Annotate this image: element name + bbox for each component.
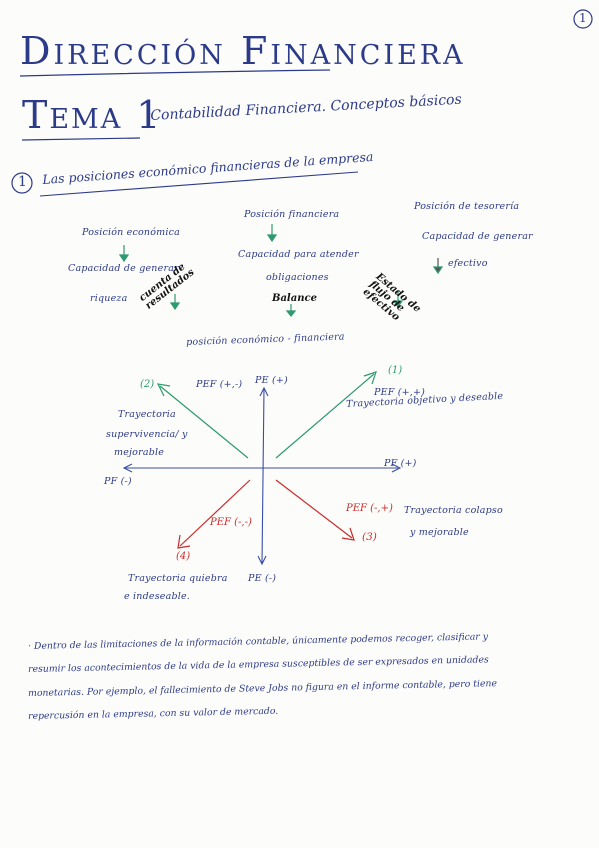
tema-underline — [21, 137, 141, 141]
q3-desc-1: Trayectoria colapso — [404, 505, 503, 516]
section-number-circle — [11, 172, 33, 194]
q4-number: (4) — [176, 551, 191, 562]
axis-label-pe-neg: PE (-) — [248, 573, 277, 584]
page-number-circle — [573, 9, 593, 29]
position-financiera-doc: Balance — [272, 293, 317, 304]
q2-desc-1: Trayectoria — [118, 409, 176, 420]
position-financiera-title: Posición financiera — [244, 209, 340, 220]
axis-label-pf-neg: PF (-) — [104, 476, 132, 487]
position-economica-title: Posición económica — [82, 227, 180, 238]
q4-desc-2: e indeseable. — [124, 591, 191, 602]
section-number: 1 — [18, 174, 27, 190]
trajectories — [156, 371, 377, 549]
q3-number: (3) — [362, 531, 377, 543]
trajectory-q3 — [275, 479, 353, 539]
pe-axis-arrow-down — [257, 555, 267, 566]
q2-pef: PEF (+,-) — [196, 379, 243, 390]
page-number: 1 — [579, 11, 587, 25]
trajectory-q4 — [179, 479, 251, 547]
pf-axis-arrow-right — [391, 463, 402, 473]
q2-number: (2) — [140, 379, 155, 390]
tema-label: Tema 1 — [22, 93, 163, 137]
position-financiera-desc-2: obligaciones — [266, 272, 329, 283]
q1-pef: PEF (+,+) — [374, 387, 426, 398]
position-financiera-desc-1: Capacidad para atender — [238, 249, 359, 260]
position-tesoreria-title: Posición de tesorería — [414, 201, 520, 212]
q1-number: (1) — [388, 365, 403, 376]
position-tesoreria-desc-1: Capacidad de generar — [422, 231, 533, 242]
pf-axis-arrow-left — [122, 463, 133, 473]
q3-pef: PEF (-,+) — [346, 503, 393, 514]
pe-axis — [261, 387, 265, 565]
axes — [122, 386, 402, 566]
trajectory-q2 — [159, 385, 249, 459]
pe-axis-arrow-up — [259, 386, 269, 397]
q4-desc-1: Trayectoria quiebra — [128, 573, 228, 584]
position-tesoreria-desc-2: efectivo — [448, 258, 488, 269]
q2-desc-3: mejorable — [114, 447, 165, 458]
q4-pef: PEF (-,-) — [210, 517, 252, 528]
section-underline — [39, 171, 359, 197]
axis-label-pe-pos: PE (+) — [255, 375, 288, 386]
axis-label-pf-pos: PF (+) — [384, 458, 417, 469]
title-underline — [19, 69, 331, 77]
position-economica-desc-2: riqueza — [90, 293, 128, 304]
position-economica-desc-1: Capacidad de generar — [68, 263, 179, 274]
trajectory-q1 — [275, 373, 375, 459]
page-title: Dirección Financiera — [20, 29, 466, 73]
q3-desc-2: y mejorable — [410, 527, 469, 538]
positions-arrows — [118, 224, 444, 317]
q2-desc-2: supervivencia/ y — [106, 429, 188, 440]
